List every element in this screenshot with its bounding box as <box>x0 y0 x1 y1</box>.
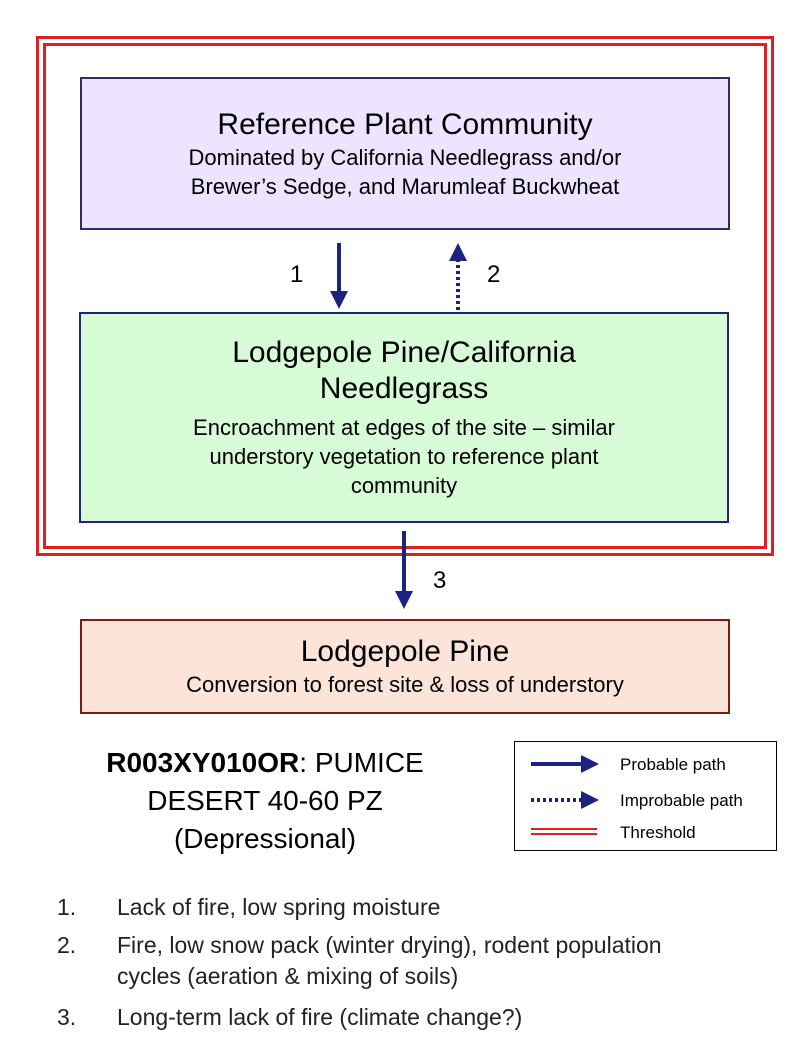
legend-improbable-label: Improbable path <box>620 791 743 810</box>
note-1-number: 1. <box>57 894 77 920</box>
state-desc-reference-line1: Dominated by California Needlegrass and/… <box>188 144 622 170</box>
state-title-lodgepole: Lodgepole Pine <box>300 635 510 668</box>
state-box-reference: Reference Plant Community Dominated by C… <box>80 77 730 230</box>
legend-threshold-label: Threshold <box>620 823 696 842</box>
state-desc-lodgepole-needlegrass-line2: understory vegetation to reference plant <box>209 444 599 469</box>
site-id: R003XY010OR <box>106 747 300 778</box>
note-2: 2. Fire, low snow pack (winter drying), … <box>57 930 777 992</box>
legend <box>514 741 777 851</box>
site-name: : PUMICE <box>299 747 424 778</box>
note-3: 3. Long-term lack of fire (climate chang… <box>57 1002 777 1033</box>
path-1-label: 1 <box>290 261 304 288</box>
legend-probable-label: Probable path <box>620 755 726 774</box>
path-3-label: 3 <box>433 567 447 594</box>
state-desc-reference-line2: Brewer’s Sedge, and Marumleaf Buckwheat <box>190 173 620 199</box>
note-3-number: 3. <box>57 1004 77 1030</box>
state-desc-lodgepole-needlegrass-line3: community <box>350 473 458 498</box>
note-1: 1. Lack of fire, low spring moisture <box>57 892 777 923</box>
path-2-label: 2 <box>487 261 501 288</box>
state-title-lodgepole-needlegrass-line1: Lodgepole Pine/California <box>232 336 576 369</box>
note-2-text-line1: Fire, low snow pack (winter drying), rod… <box>117 932 662 958</box>
note-3-text: Long-term lack of fire (climate change?) <box>117 1004 523 1030</box>
site-name-line3: (Depressional) <box>173 823 357 854</box>
site-title: R003XY010OR: PUMICE DESERT 40-60 PZ (Dep… <box>60 744 470 858</box>
state-title-reference: Reference Plant Community <box>217 107 593 141</box>
note-2-text-line2: cycles (aeration & mixing of soils) <box>117 963 459 989</box>
note-1-text: Lack of fire, low spring moisture <box>117 894 441 920</box>
note-2-number: 2. <box>57 932 77 958</box>
state-box-lodgepole: Lodgepole Pine Conversion to forest site… <box>80 619 730 714</box>
state-desc-lodgepole: Conversion to forest site & loss of unde… <box>186 672 624 697</box>
state-title-lodgepole-needlegrass-line2: Needlegrass <box>319 372 489 405</box>
site-name-line2: DESERT 40-60 PZ <box>147 785 383 816</box>
state-desc-lodgepole-needlegrass-line1: Encroachment at edges of the site – simi… <box>193 415 615 440</box>
state-box-lodgepole-needlegrass: Lodgepole Pine/California Needlegrass En… <box>79 312 729 523</box>
